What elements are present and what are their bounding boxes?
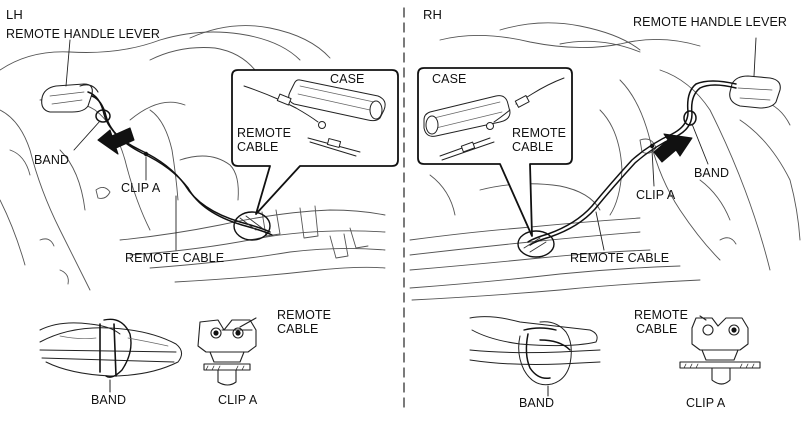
rh-arrow-icon: [653, 133, 693, 163]
rh-band-detail-label: BAND: [519, 396, 555, 410]
lh-remote-handle-lever: [41, 83, 99, 113]
rh-clip-detail-clip-a-label: CLIP A: [686, 396, 726, 410]
lh-inset-remote-cable-label-line2: CABLE: [237, 140, 279, 154]
lh-inset-cable: [243, 85, 361, 157]
rh-remote-handle-lever: [729, 75, 781, 109]
lh-arrow-icon: [97, 127, 135, 155]
lh-remote-handle-lever-label: REMOTE HANDLE LEVER: [6, 27, 161, 41]
rh-band-ring: [683, 110, 697, 126]
rh-inset-case: [423, 95, 511, 137]
lh-band-ring: [95, 109, 111, 123]
lh-clip-a-label: CLIP A: [121, 181, 161, 195]
lh-side-label: LH: [6, 7, 23, 22]
lh-remote-cable-label: REMOTE CABLE: [125, 251, 225, 265]
rh-clip-detail-remote-cable-line1: REMOTE: [634, 308, 689, 322]
rh-remote-cable-label: REMOTE CABLE: [570, 251, 670, 265]
rh-clip-a-label: CLIP A: [636, 188, 676, 202]
rh-clip-detail-remote-cable-line2: CABLE: [636, 322, 678, 336]
lh-clip-detail-remote-cable-line2: CABLE: [277, 322, 319, 336]
rh-side-label: RH: [423, 7, 442, 22]
rh-inset-remote-cable-label-line1: REMOTE: [512, 126, 567, 140]
rh-inset-remote-cable-label-line2: CABLE: [512, 140, 554, 154]
rh-zoom-circle: [517, 230, 555, 258]
lh-band-detail: [39, 318, 182, 393]
rh-clip-a-dot: [649, 143, 655, 149]
lh-leader-lines: [65, 39, 177, 251]
lh-clip-a-detail: [197, 317, 257, 386]
lh-zoom-circle: [233, 211, 271, 241]
lh-inset-case-label: CASE: [330, 72, 365, 86]
rh-leader-lines: [595, 37, 757, 251]
rh-remote-handle-lever-label: REMOTE HANDLE LEVER: [633, 15, 788, 29]
rh-band-detail: [469, 316, 601, 397]
rh-inset-case-label: CASE: [432, 72, 467, 86]
rh-inset-cable: [439, 77, 565, 161]
lh-band-label: BAND: [34, 153, 70, 167]
lh-clip-detail-clip-a-label: CLIP A: [218, 393, 258, 407]
rh-band-label: BAND: [694, 166, 730, 180]
lh-clip-detail-remote-cable-line1: REMOTE: [277, 308, 332, 322]
rh-clip-a-detail: [679, 315, 761, 385]
lh-remote-cable-line: [87, 91, 273, 236]
lh-inset-case: [288, 79, 386, 122]
lh-inset-remote-cable-label-line1: REMOTE: [237, 126, 292, 140]
lh-band-detail-label: BAND: [91, 393, 127, 407]
rh-vehicle-body: [409, 22, 801, 301]
lh-clip-a-dot: [143, 151, 149, 157]
